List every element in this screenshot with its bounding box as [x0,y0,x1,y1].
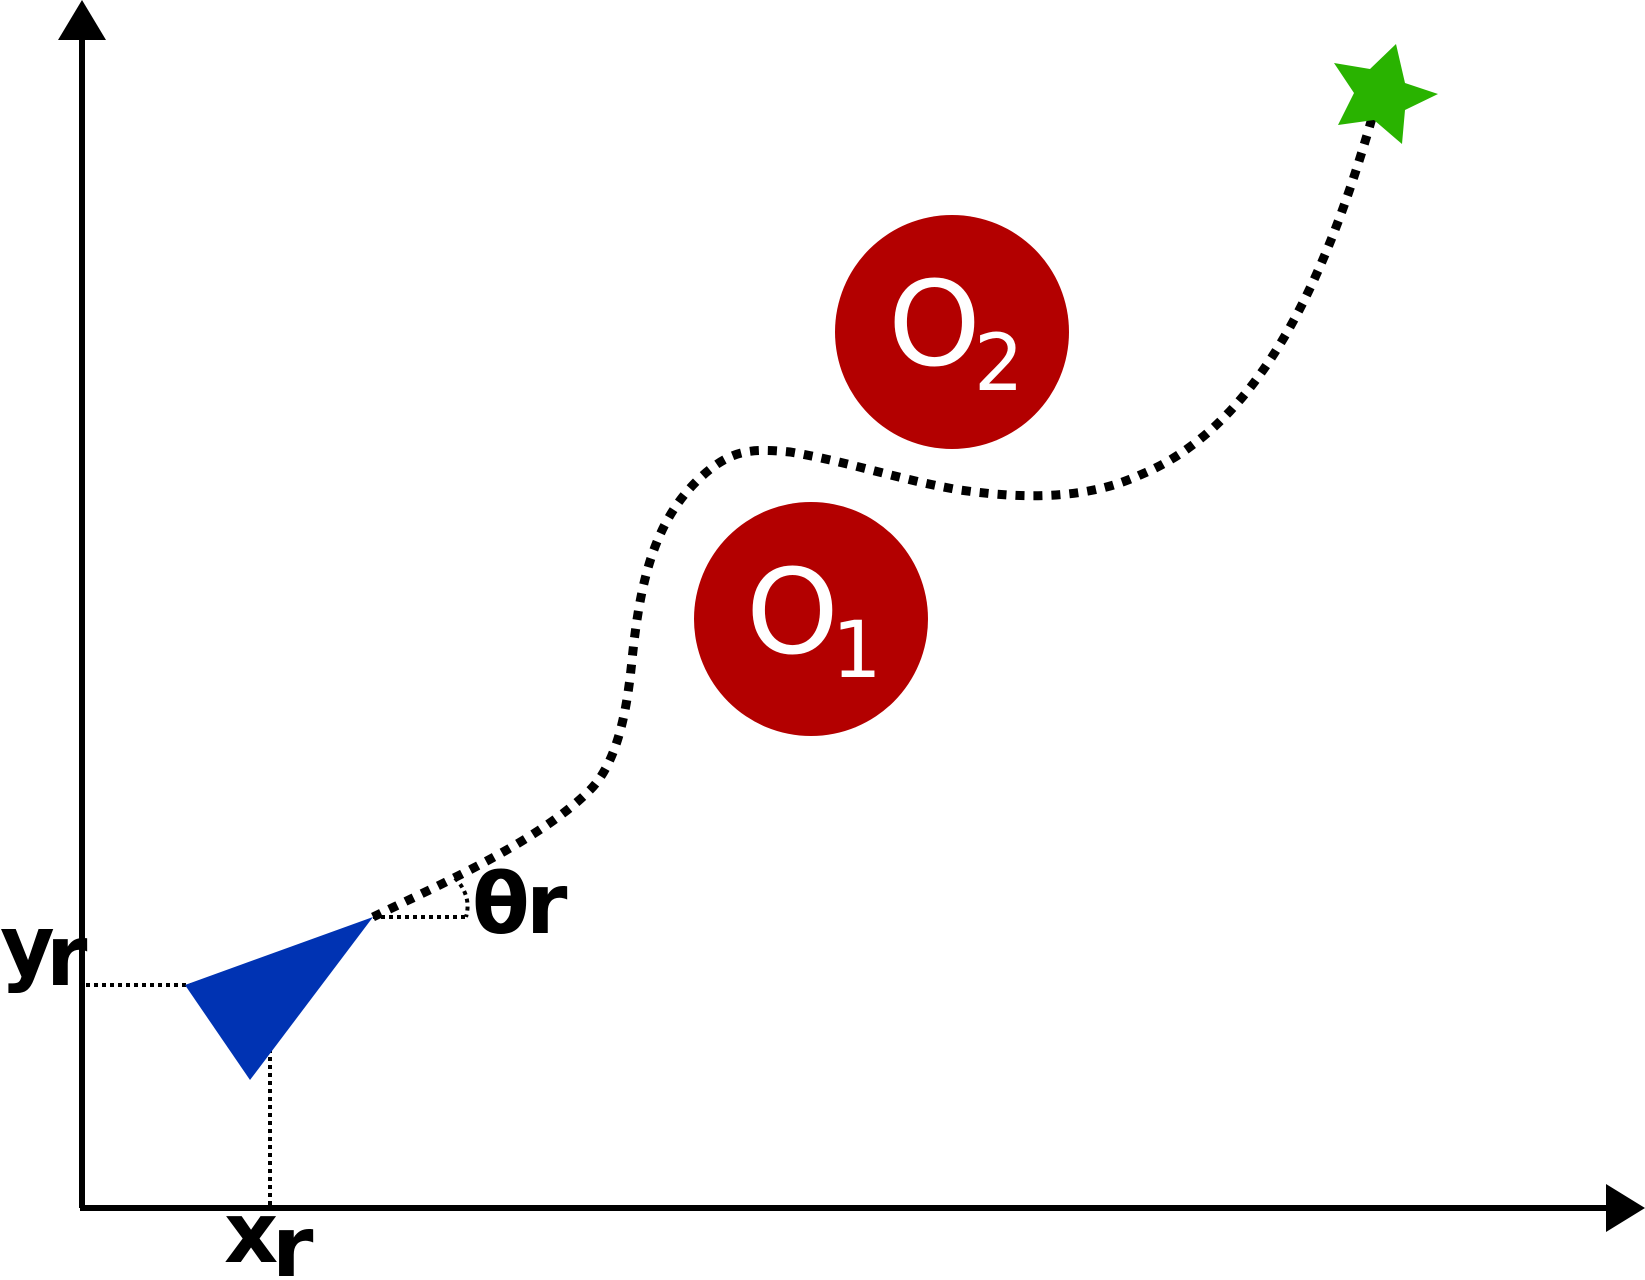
y-axis-label-subscript: r [46,907,88,1005]
robot-marker [185,917,373,1080]
obstacle-o1: O 1 [694,502,928,736]
x-axis-arrowhead [1606,1184,1645,1232]
svg-text:r: r [272,1198,314,1280]
x-axis-label: x [224,1184,278,1280]
obstacle-o1-subscript: 1 [832,606,882,696]
heading-angle-arc [453,876,470,918]
svg-text:r: r [46,907,88,1005]
y-axis-arrowhead [58,0,106,40]
svg-text:O: O [746,543,839,681]
obstacle-o2-subscript: 2 [974,319,1024,409]
obstacle-o1-label: O [746,543,839,681]
heading-label: θ [472,855,530,953]
x-axis-label-subscript: r [272,1198,314,1280]
star-icon [1334,44,1438,144]
y-axis [58,0,106,1208]
heading-label-subscript: r [526,855,568,953]
svg-text:r: r [526,855,568,953]
x-axis [80,1184,1645,1232]
y-axis-label: y [0,897,55,995]
svg-text:O: O [888,255,981,393]
svg-text:y: y [0,897,55,995]
obstacle-o2: O 2 [835,215,1069,449]
planned-path [371,116,1377,922]
svg-text:x: x [224,1184,278,1280]
svg-text:2: 2 [974,319,1024,409]
obstacle-o2-label: O [888,255,981,393]
svg-text:1: 1 [832,606,882,696]
svg-text:θ: θ [472,855,530,953]
